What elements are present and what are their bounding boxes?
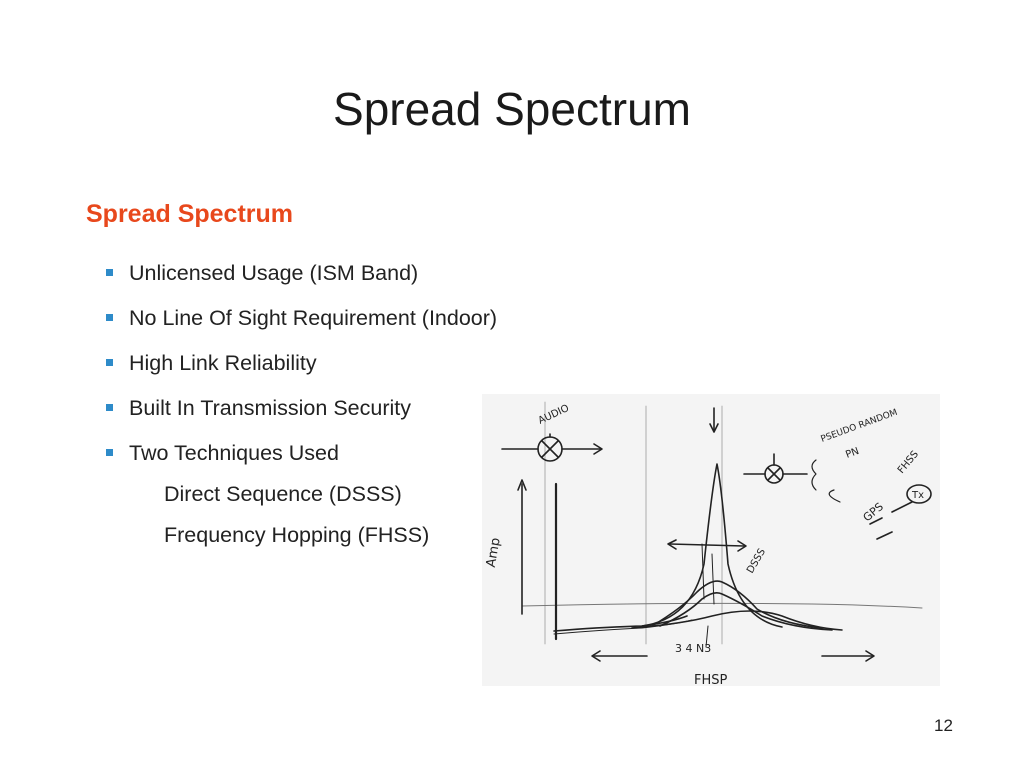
spectrum-sketch-drawing: Amp AUDIO FHSP 3 4 N3 DSSS FHSS GPS Tx P… (484, 401, 932, 686)
bullet-text: High Link Reliability (129, 351, 317, 375)
pn-label: PN (844, 446, 860, 461)
bullet-text: No Line Of Sight Requirement (Indoor) (129, 306, 498, 330)
bullet-square-icon (106, 269, 113, 276)
gps-label: GPS (861, 500, 886, 524)
spectrum-sketch-image: Amp AUDIO FHSP 3 4 N3 DSSS FHSS GPS Tx P… (482, 394, 940, 686)
sub-item-dsss: Direct Sequence (DSSS) (164, 482, 402, 506)
bullet-square-icon (106, 404, 113, 411)
freq-label: 3 4 N3 (675, 642, 711, 655)
dsss-label: DSSS (745, 547, 768, 576)
sub-item-fhss: Frequency Hopping (FHSS) (164, 523, 430, 547)
audio-label: AUDIO (537, 403, 571, 427)
sub-list: Direct Sequence (DSSS) Frequency Hopping… (164, 478, 429, 560)
fhsp-label: FHSP (694, 673, 728, 686)
amp-label: Amp (484, 537, 504, 569)
bullet-text: Two Techniques Used (129, 441, 339, 465)
fhss-label: FHSS (896, 449, 921, 476)
bullet-square-icon (106, 449, 113, 456)
bullet-square-icon (106, 359, 113, 366)
section-heading: Spread Spectrum (86, 200, 294, 228)
slide-title: Spread Spectrum (333, 83, 691, 135)
pseudo-label: PSEUDO RANDOM (820, 408, 899, 445)
bullet-square-icon (106, 314, 113, 321)
page-number: 12 (934, 716, 953, 735)
tx-label: Tx (911, 490, 924, 501)
bullet-text: Built In Transmission Security (129, 396, 411, 420)
bullet-text: Unlicensed Usage (ISM Band) (129, 261, 419, 285)
